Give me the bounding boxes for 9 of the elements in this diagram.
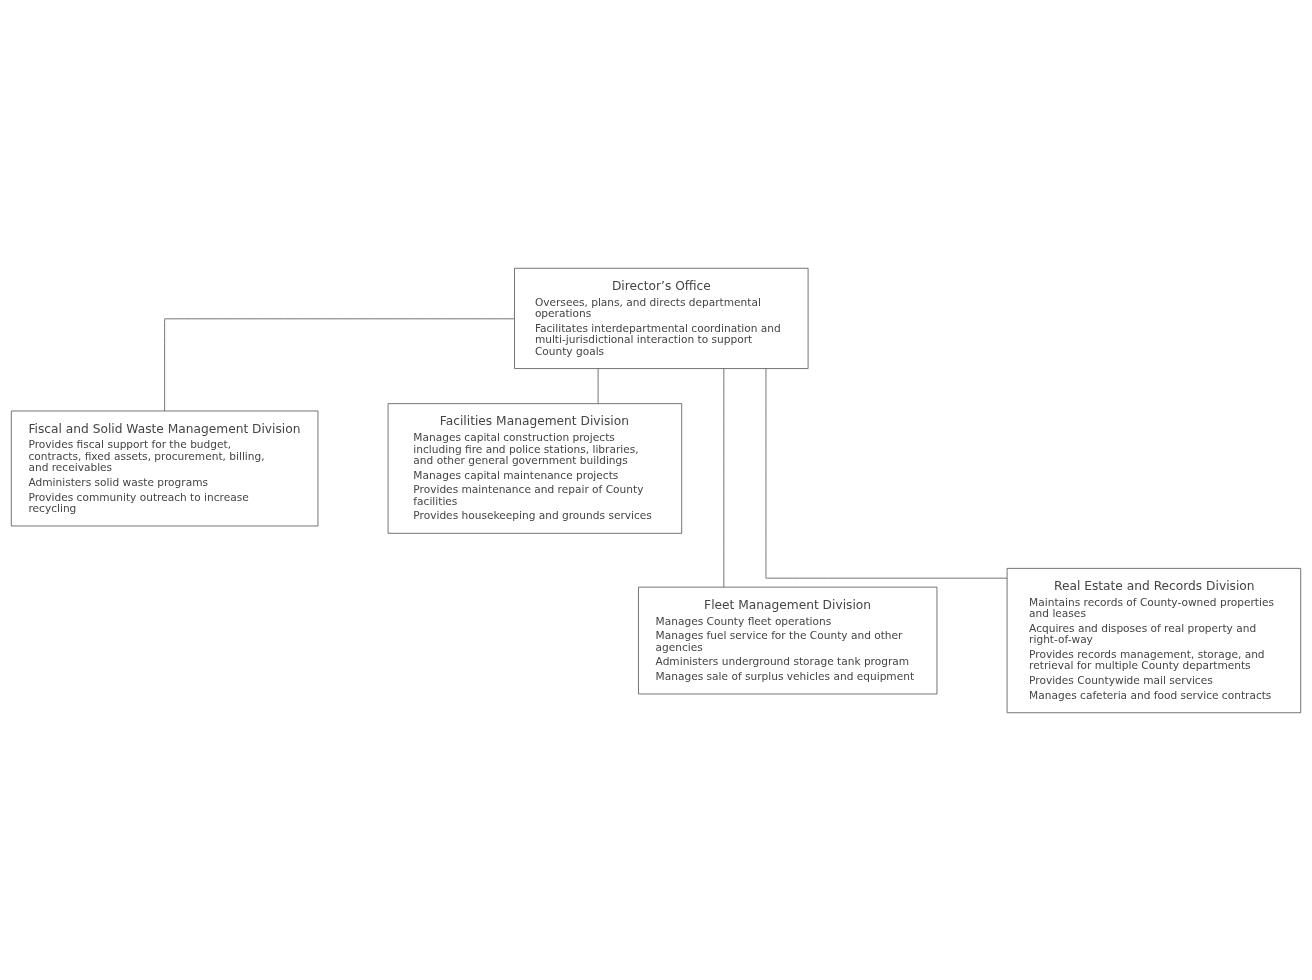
node-box: Facilities Management Division Manages capital construction projects including fire and police stations, libraries, and other general government buildings Manages capital maintenance projects Provides maintenance and repair of County facilities Provides housekeeping and grounds services bbox=[387, 402, 683, 534]
connector bbox=[597, 367, 599, 404]
connector bbox=[765, 367, 1008, 579]
connector bbox=[164, 317, 515, 411]
node-box: Fiscal and Solid Waste Management Division Provides fiscal support for the budget, contracts, fixed assets, procurement, billing, and receivables Administers solid waste programs Provides community outreach to increase recycling bbox=[10, 410, 319, 526]
node-box: Fleet Management Division Manages County fleet operations Manages fuel service for the County and other agencies Administers underground storage tank program Manages sale of surplus vehicles and equipment bbox=[638, 586, 938, 694]
node-box: Director’s Office Oversees, plans, and directs departmental operations Facilitates interdepartmental coordination and multi-jurisdictional interaction to support County goals bbox=[514, 267, 809, 369]
connector bbox=[723, 367, 725, 587]
node-box: Real Estate and Records Division Maintains records of County-owned properties and leases Acquires and disposes of real property and right-of-way Provides records management, storage, and retrieval for multiple County departments Provides Countywide mail services Manages cafeteria and food service contracts bbox=[1006, 567, 1302, 713]
